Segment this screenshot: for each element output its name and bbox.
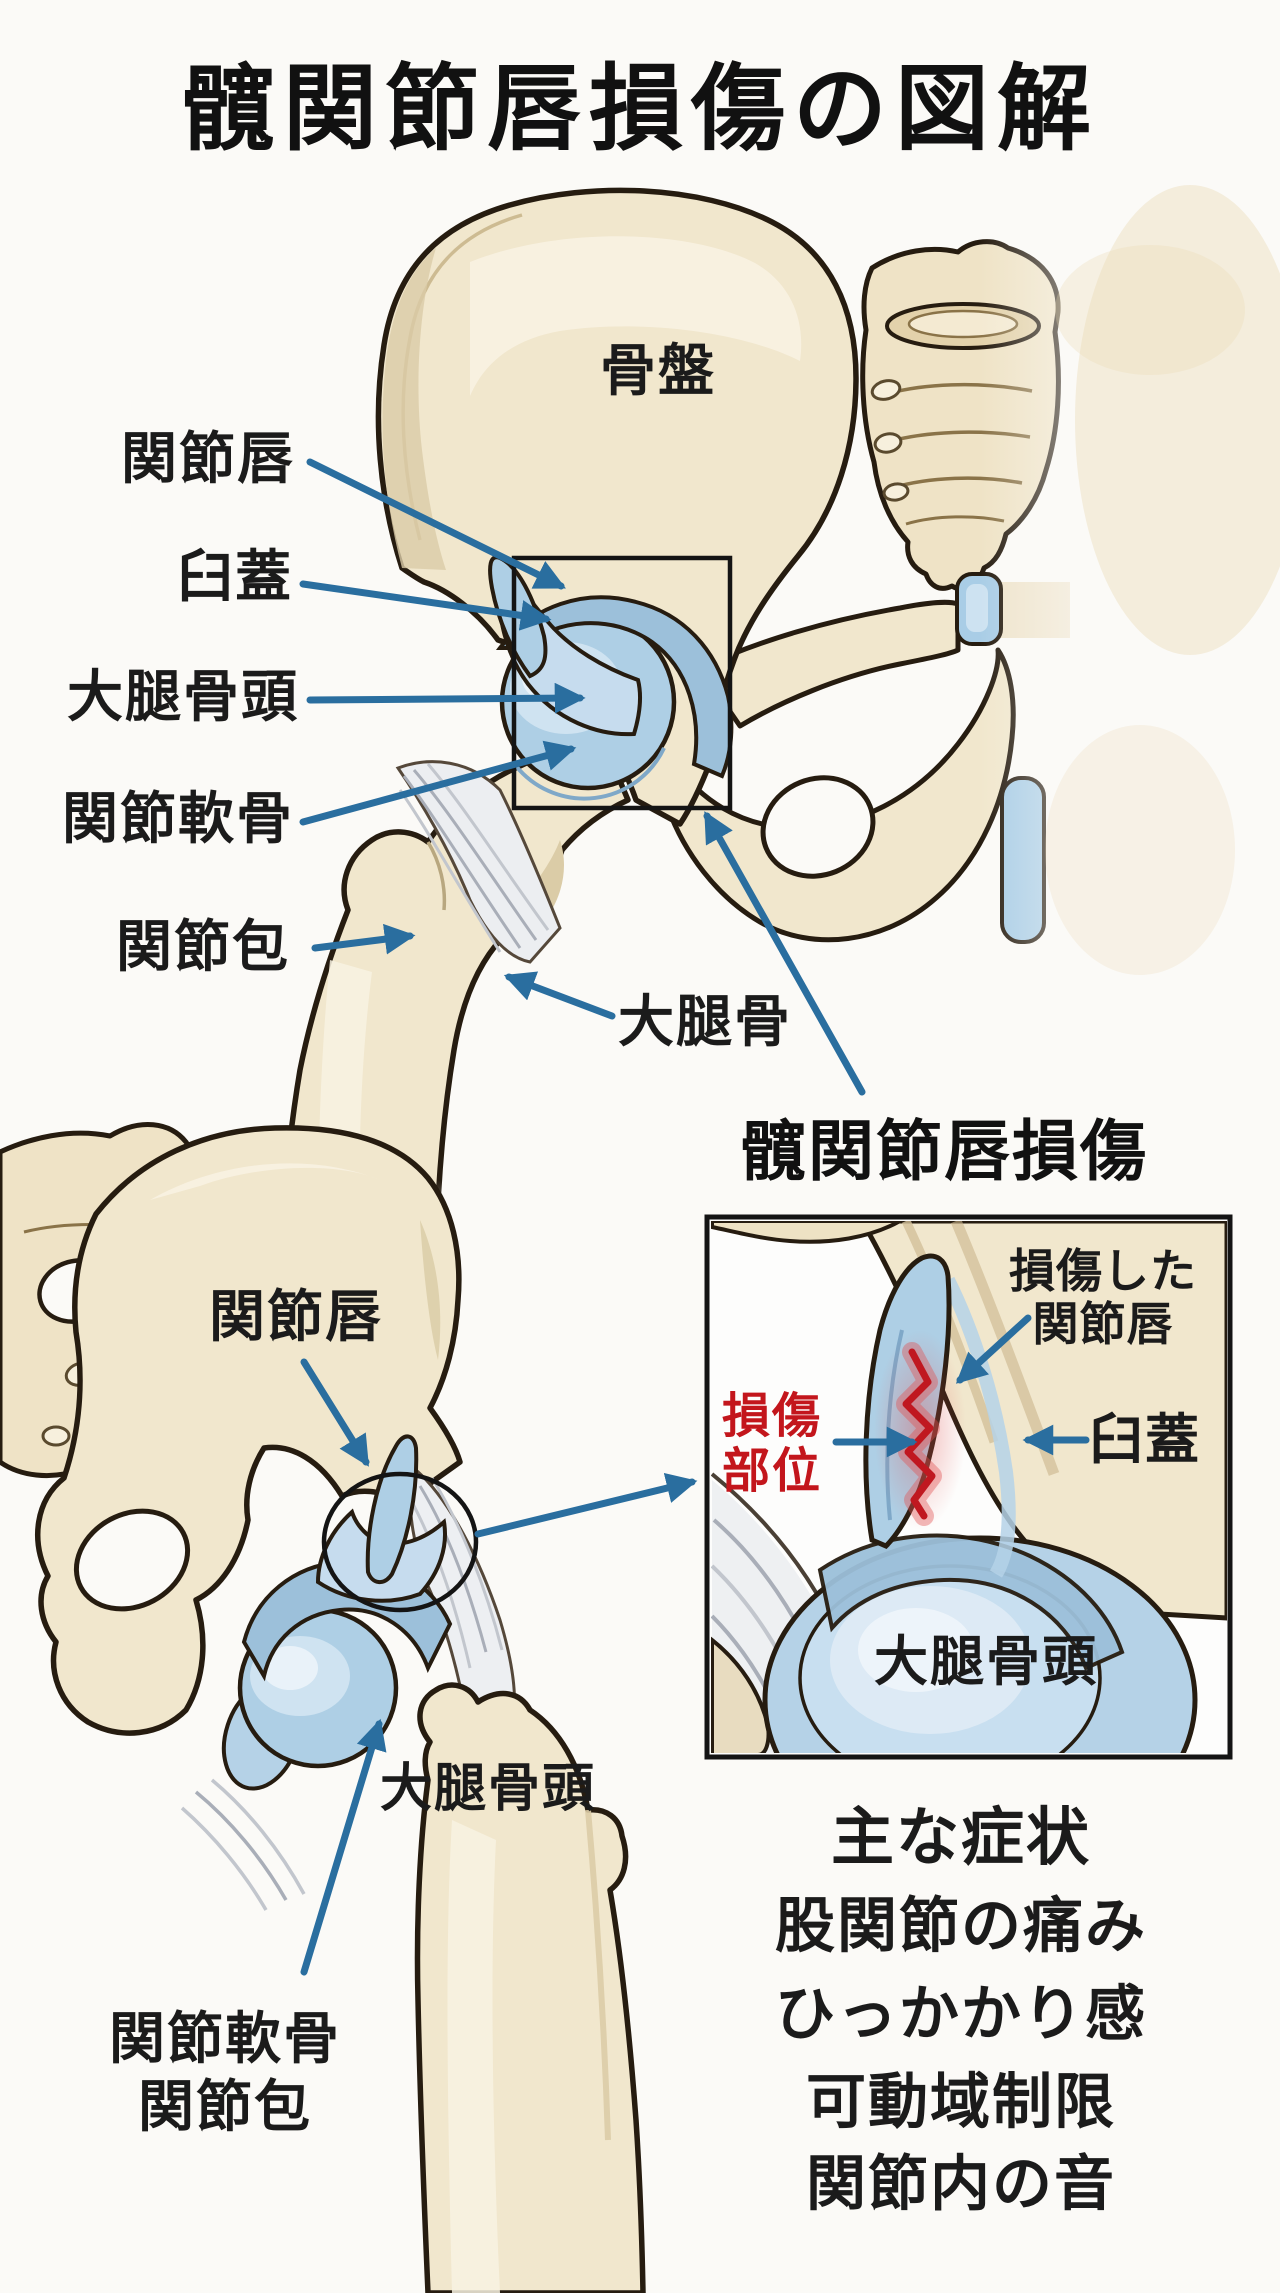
symptom-item-rom-limit: 可動域制限 [806,2067,1116,2138]
damaged-labrum-arrow [955,1314,1032,1384]
inset-arrows [832,1314,1090,1458]
symptom-item-pain: 股関節の痛み [775,1891,1147,1962]
bl-capsule-fibers-left [180,1778,306,1911]
detail-section-title: 髖関節唇損傷 [740,1113,1148,1191]
label-damage-site: 損傷 部位 [721,1387,823,1499]
callout-circle [321,1471,479,1613]
symptom-item-joint-sound: 関節内の音 [806,2149,1116,2220]
bl-cartilage-arrow [300,1718,387,1976]
label-damaged-labrum: 損傷した 関節唇 [1009,1245,1197,1351]
fade-overlay [980,175,1280,1140]
label-articular-cartilage: 関節軟骨 [62,786,294,852]
label-inset-femoral-head: 大腿骨頭 [874,1629,1098,1693]
label-damaged-labrum-line2: 関節唇 [1032,1297,1174,1351]
bl-femur-bone-shape [414,1682,646,2293]
page-title: 髖関節唇損傷の図解 [180,54,1100,164]
top-diagram-art [248,175,1280,1272]
label-joint-capsule: 関節包 [116,914,290,980]
label-pelvis: 骨盤 [600,338,716,404]
bl-pelvis-bone-shape [35,1125,463,1736]
femur-arrow [503,971,616,1020]
label-acetabulum: 臼蓋 [177,544,293,610]
labrum-arrow [306,458,566,590]
label-damaged-labrum-line1: 損傷した [1009,1244,1197,1299]
bottom-diagram-art [0,1122,698,2293]
label-inset-acetabulum: 臼蓋 [1089,1407,1201,1471]
label-bl-articular-cartilage: 関節軟骨 [109,2006,341,2072]
label-bl-joint-capsule: 関節包 [138,2074,312,2140]
bl-labrum-arrow [300,1358,370,1467]
symptom-item-catching: ひっかかり感 [775,1979,1147,2050]
label-labrum: 関節唇 [121,426,295,492]
label-bl-femoral-head: 大腿骨頭 [379,1759,597,1820]
top-diagram-arrows [299,458,866,1096]
label-damage-site-line2: 部位 [721,1443,823,1499]
acetabulum-arrow [299,580,552,631]
articular-cartilage-arrow [299,740,577,826]
damage-site-shape [874,1330,966,1530]
symptoms-heading: 主な症状 [831,1800,1091,1874]
inset-box [704,1214,1233,1760]
femoral-head-arrow [306,682,586,714]
detail-link-arrow [703,811,866,1096]
inset-link-arrow [474,1472,698,1538]
faded-far-bones [1045,185,1280,975]
label-femur: 大腿骨 [618,989,792,1055]
joint-capsule-arrow [311,923,416,955]
label-damage-site-line1: 損傷 [721,1387,823,1444]
label-bl-labrum: 関節唇 [209,1284,383,1350]
callout-square [511,555,733,811]
bottom-diagram-arrows [300,1358,698,1976]
label-femoral-head: 大腿骨頭 [67,664,299,730]
